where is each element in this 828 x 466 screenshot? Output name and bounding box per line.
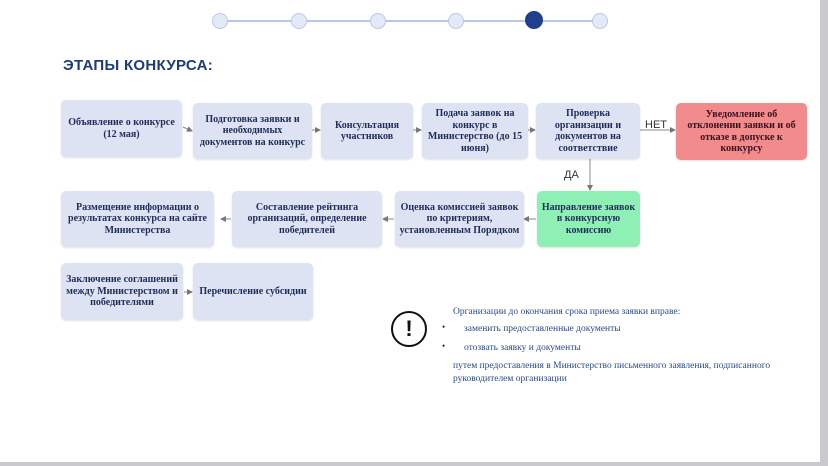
note-footer: путем предоставления в Министерство пись…: [453, 361, 771, 384]
step-evaluate: Оценка комиссией заявок по критериям, ус…: [395, 191, 524, 247]
step-prepare: Подготовка заявки и необходимых документ…: [193, 103, 312, 159]
progress-dot-4[interactable]: [448, 13, 464, 29]
label-yes: ДА: [564, 169, 579, 181]
step-direct: Направление заявок в конкурсную комиссию: [537, 191, 640, 247]
step-announce: Объявление о конкурсе (12 мая): [61, 100, 182, 157]
step-rating: Составление рейтинга организаций, опреде…: [232, 191, 382, 247]
bullet-icon: •: [442, 322, 446, 332]
page-title: ЭТАПЫ КОНКУРСА:: [63, 57, 214, 74]
note-heading: Организации до окончания срока приема за…: [453, 307, 681, 317]
step-check: Проверка организации и документов на соо…: [536, 103, 640, 159]
arrow-announce-prepare: [182, 126, 193, 132]
note-item-2: отозвать заявку и документы: [464, 343, 581, 353]
step-consult: Консультация участников: [321, 103, 413, 159]
progress-dot-1[interactable]: [212, 13, 228, 29]
progress-dot-3[interactable]: [370, 13, 386, 29]
progress-indicator: [212, 11, 608, 31]
step-transfer: Перечисление субсидии: [193, 263, 313, 320]
step-reject: Уведомление об отклонении заявки и об от…: [676, 103, 807, 160]
progress-dot-5-active[interactable]: [525, 11, 543, 29]
label-no: НЕТ: [645, 119, 667, 131]
bullet-icon: •: [442, 341, 446, 351]
note-item-1: заменить предоставленные документы: [464, 324, 621, 334]
step-submit: Подача заявок на конкурс в Министерство …: [422, 103, 528, 159]
progress-dot-6[interactable]: [592, 13, 608, 29]
exclamation-icon: !: [391, 311, 427, 347]
progress-dot-2[interactable]: [291, 13, 307, 29]
progress-line: [218, 20, 600, 22]
step-publish: Размещение информации о результатах конк…: [61, 191, 214, 247]
step-agreements: Заключение соглашений между Министерство…: [61, 263, 183, 320]
